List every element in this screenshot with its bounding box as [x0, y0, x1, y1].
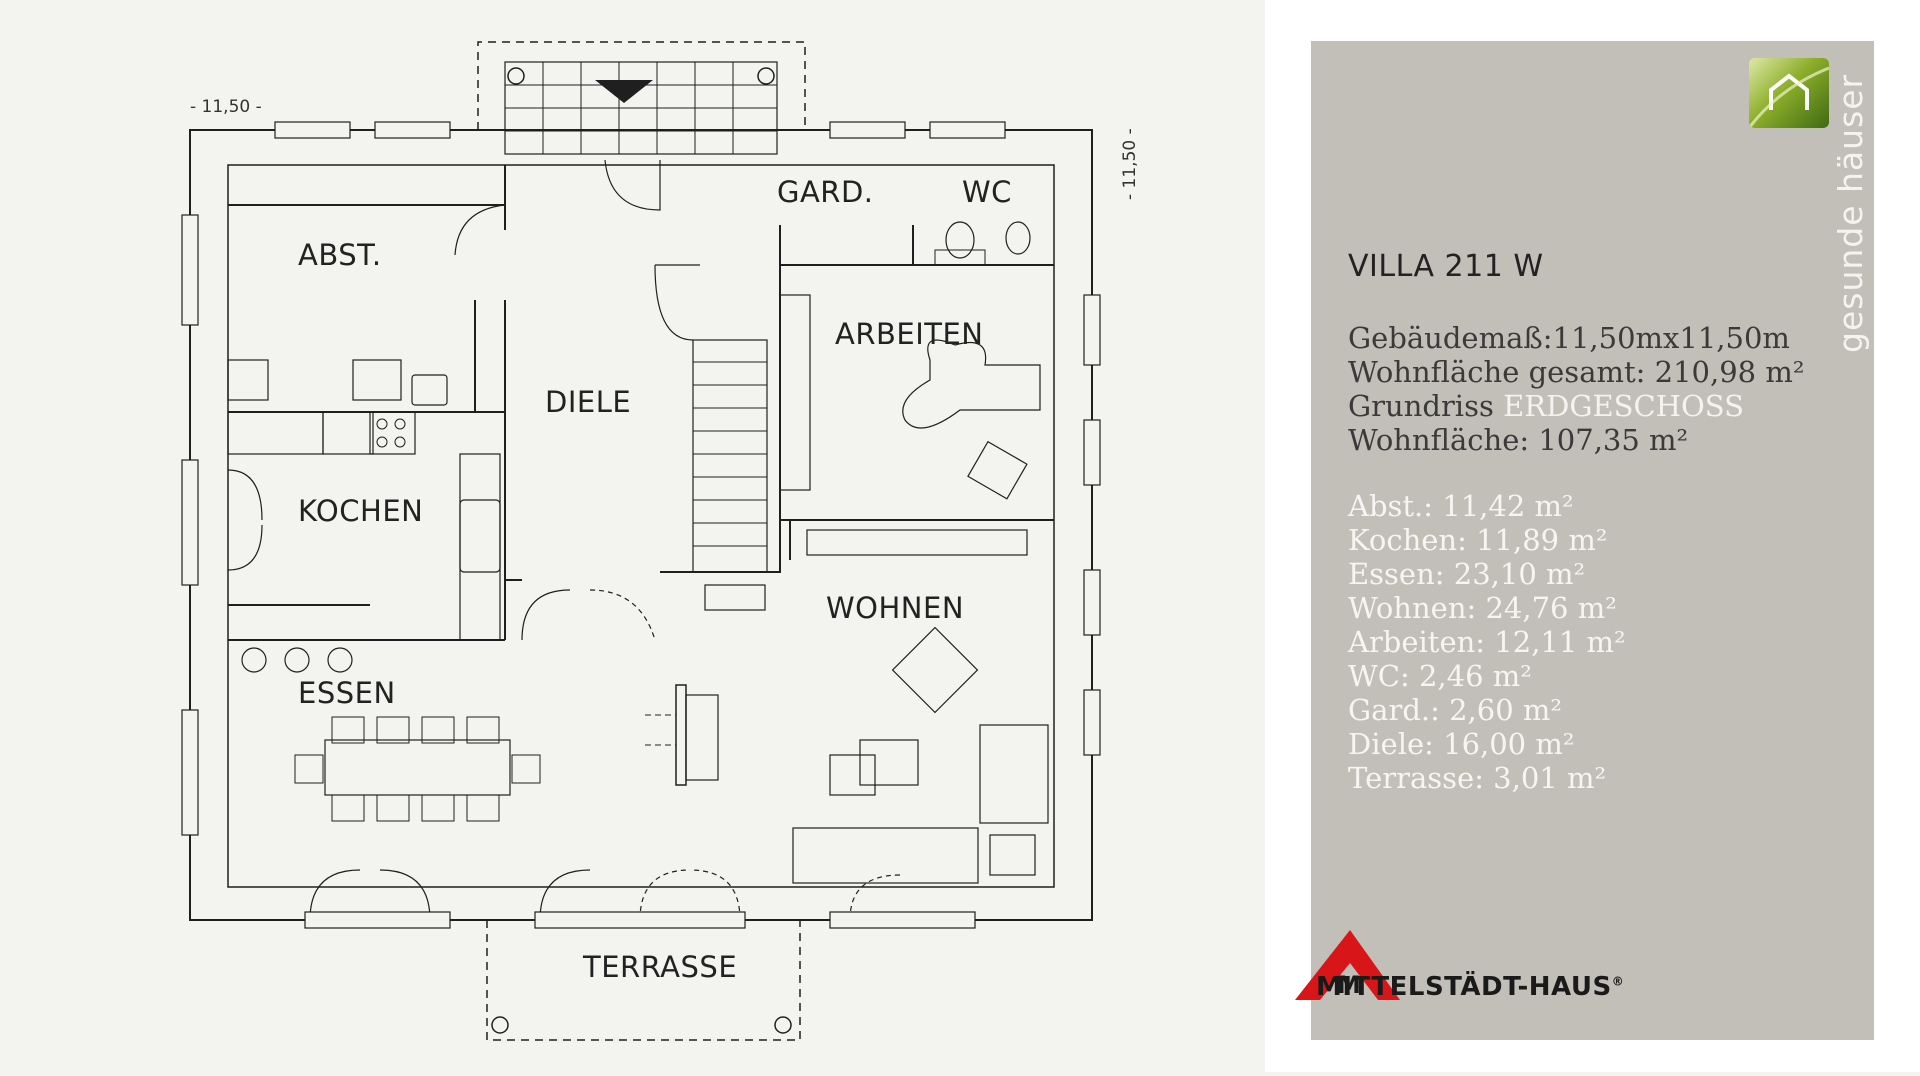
room-label-essen: ESSEN [298, 676, 396, 710]
inner-wall-line [227, 164, 1055, 888]
area-item: Abst.: 11,42 m² [1348, 489, 1574, 523]
room-label-abst: ABST. [298, 238, 382, 272]
floor-plan-drawing: ABST. GARD. WC ARBEITEN DIELE KOCHEN WOH… [181, 41, 1140, 1041]
shelf [806, 529, 1028, 556]
spec-line-wohnflaeche-gesamt: Wohnfläche gesamt: 210,98 m² [1348, 355, 1805, 389]
room-label-diele: DIELE [545, 385, 631, 419]
room-label-arbeiten: ARBEITEN [835, 317, 984, 351]
staircase [692, 339, 768, 573]
entrance-porch [477, 41, 806, 130]
dimension-width: - 11,50 - [190, 97, 262, 117]
spec-line-grundriss: Grundriss ERDGESCHOSS [1348, 389, 1745, 423]
sink [459, 499, 501, 573]
room-label-wc: WC [962, 175, 1012, 209]
room-area-list: Abst.: 11,42 m² Kochen: 11,89 m² Essen: … [1348, 489, 1626, 795]
brand-logo-mark: M [1295, 930, 1400, 1000]
room-label-wohnen: WOHNEN [826, 591, 964, 625]
area-item: Essen: 23,10 m² [1348, 557, 1586, 591]
spec-line-gebaeudemass: Gebäudemaß:11,50mx11,50m [1348, 321, 1790, 355]
spec-list: Gebäudemaß:11,50mx11,50m Wohnfläche gesa… [1348, 321, 1804, 457]
terrace-outline [486, 920, 801, 1041]
wall-stair-right [660, 225, 781, 573]
vertical-label: gesunde häuser [1831, 73, 1870, 353]
room-label-gard: GARD. [777, 175, 874, 209]
floor-plan-area: ABST. GARD. WC ARBEITEN DIELE KOCHEN WOH… [181, 41, 1140, 1041]
sofa-bottom [792, 827, 979, 884]
room-label-terrasse: TERRASSE [582, 950, 737, 984]
spec-line-wohnflaeche: Wohnfläche: 107,35 m² [1348, 423, 1689, 457]
armchair [891, 626, 979, 714]
area-item: WC: 2,46 m² [1348, 659, 1532, 693]
gesunde-haeuser-logo [1749, 58, 1829, 128]
dimension-height: - 11,50 - [1120, 128, 1140, 200]
area-item: Arbeiten: 12,11 m² [1348, 625, 1626, 659]
area-item: Terrasse: 3,01 m² [1348, 761, 1607, 795]
area-item: Diele: 16,00 m² [1348, 727, 1575, 761]
desk [902, 339, 1041, 429]
brand-logo-letter: M [1337, 971, 1361, 999]
entrance-arrow [595, 80, 653, 103]
house-title: VILLA 211 W [1348, 249, 1544, 284]
area-item: Kochen: 11,89 m² [1348, 523, 1608, 557]
brand-name: MITTELSTÄDT-HAUS® [1316, 972, 1625, 1002]
sofa-right [979, 724, 1049, 824]
room-label-kochen: KOCHEN [298, 494, 423, 528]
dining-table [324, 739, 511, 796]
info-panel: gesunde häuser VILLA 211 W Gebäudemaß:11… [1311, 41, 1874, 1040]
area-item: Wohnen: 24,76 m² [1348, 591, 1617, 625]
area-item: Gard.: 2,60 m² [1348, 693, 1563, 727]
